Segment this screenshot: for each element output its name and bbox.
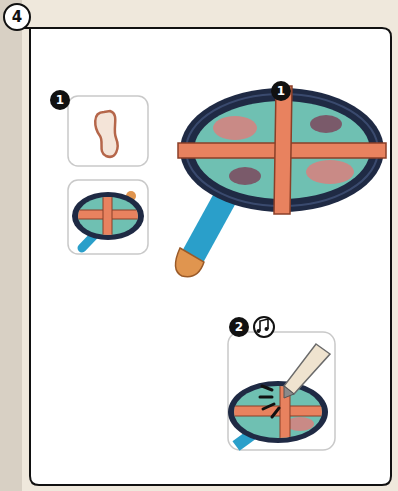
motion-lines xyxy=(260,386,279,417)
handle xyxy=(192,198,225,258)
background-edge xyxy=(0,0,22,491)
handle-tip xyxy=(175,248,204,277)
sound-icon xyxy=(254,317,274,337)
inset-box xyxy=(68,96,148,166)
rubber-band xyxy=(95,111,117,157)
inset-box xyxy=(228,332,335,450)
tapping-stick xyxy=(284,344,330,394)
cross-band xyxy=(274,86,292,214)
callout-number: 1 xyxy=(271,81,291,101)
step-panel xyxy=(30,28,391,485)
callout-number: 1 xyxy=(50,90,70,110)
step-number: 4 xyxy=(3,3,31,31)
callout-number: 2 xyxy=(229,317,249,337)
